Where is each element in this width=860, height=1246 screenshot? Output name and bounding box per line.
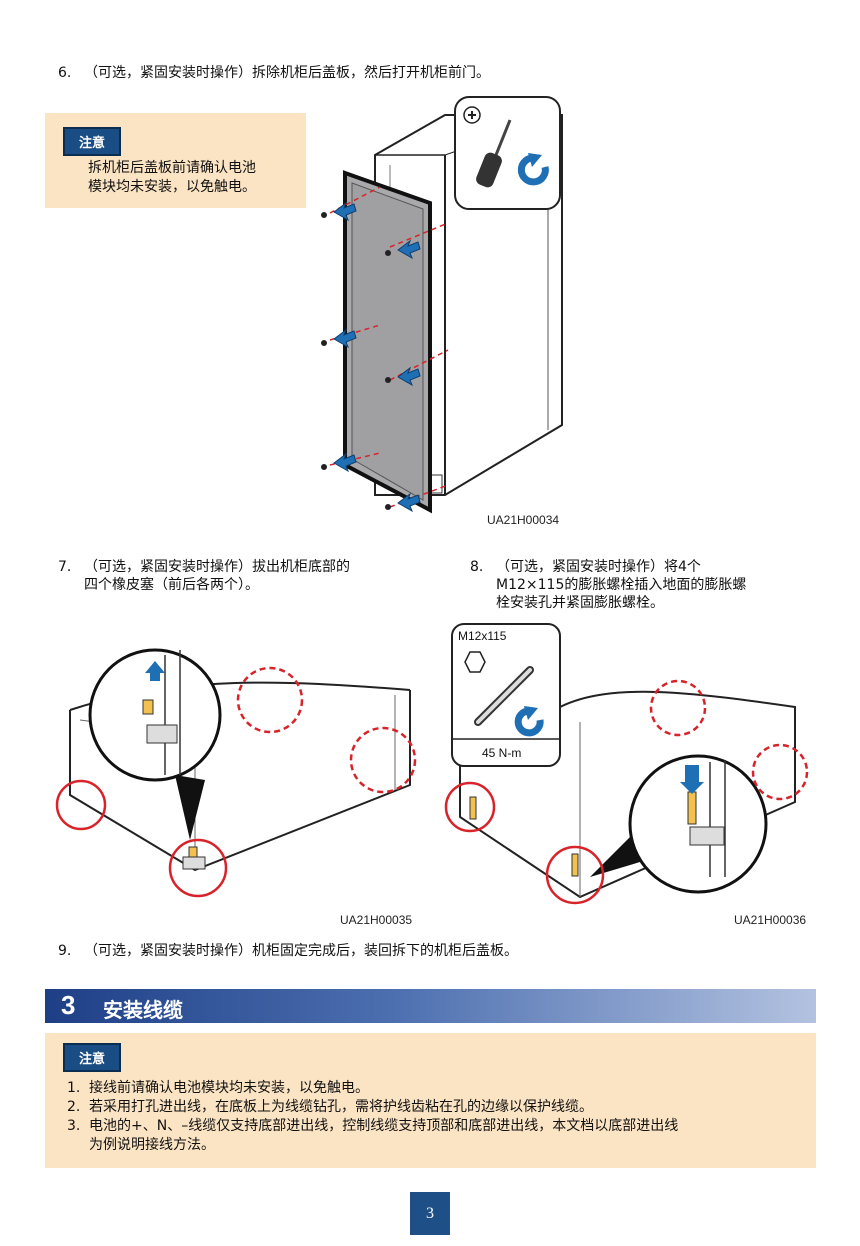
notice-tag: 注意 xyxy=(63,127,122,156)
notice-tag: 注意 xyxy=(63,1043,122,1072)
page-number: 3 xyxy=(410,1192,450,1235)
section-heading: 3 安装线缆 xyxy=(45,989,816,1023)
notice-box: 注意 拆机柜后盖板前请确认电池 模块均未安装，以免触电。 xyxy=(45,113,306,208)
step-number: 9. xyxy=(58,943,72,959)
expansion-bolt-figure xyxy=(444,623,809,905)
notice-item-continuation: 为例说明接线方法。 xyxy=(89,1137,215,1153)
notice-box: 注意 1.接线前请确认电池模块均未安装，以免触电。 2.若采用打孔进出线，在底板… xyxy=(45,1033,816,1168)
figure-caption: UA21H00035 xyxy=(340,913,413,927)
step-text: 栓安装孔并紧固膨胀螺栓。 xyxy=(496,595,664,611)
step-number: 7. xyxy=(58,559,72,575)
notice-line: 模块均未安装，以免触电。 xyxy=(88,179,256,195)
notice-item: 3.电池的+、N、–线缆仅支持底部进出线，控制线缆支持顶部和底部进出线，本文档以… xyxy=(67,1118,679,1134)
figure-caption: UA21H00034 xyxy=(487,513,560,527)
step-number: 6. xyxy=(58,65,72,81)
figure-caption: UA21H00036 xyxy=(734,913,807,927)
step-text: M12×115的膨胀螺栓插入地面的膨胀螺 xyxy=(496,577,747,593)
step-text: （可选，紧固安装时操作）拆除机柜后盖板，然后打开机柜前门。 xyxy=(84,65,490,81)
notice-item: 2.若采用打孔进出线，在底板上为线缆钻孔，需将护线齿粘在孔的边缘以保护线缆。 xyxy=(67,1099,593,1115)
step-text: 四个橡皮塞（前后各两个）。 xyxy=(84,577,259,593)
notice-item: 1.接线前请确认电池模块均未安装，以免触电。 xyxy=(67,1080,369,1096)
step-6: 6. （可选，紧固安装时操作）拆除机柜后盖板，然后打开机柜前门。 xyxy=(58,64,490,82)
cabinet-rear-panel-figure xyxy=(321,96,563,514)
step-8: 8. （可选，紧固安装时操作）将4个 M12×115的膨胀螺栓插入地面的膨胀螺 栓… xyxy=(470,558,746,612)
section-number: 3 xyxy=(61,990,76,1020)
notice-list: 1.接线前请确认电池模块均未安装，以免触电。 2.若采用打孔进出线，在底板上为线… xyxy=(67,1079,678,1155)
notice-line: 拆机柜后盖板前请确认电池 xyxy=(88,160,256,176)
step-text: （可选，紧固安装时操作）拔出机柜底部的 xyxy=(84,559,350,575)
step-number: 8. xyxy=(470,559,484,575)
section-title: 安装线缆 xyxy=(103,998,183,1022)
torque-label: 45 N-m xyxy=(482,746,522,760)
step-7: 7. （可选，紧固安装时操作）拔出机柜底部的 四个橡皮塞（前后各两个）。 xyxy=(58,558,350,594)
step-9: 9. （可选，紧固安装时操作）机柜固定完成后，装回拆下的机柜后盖板。 xyxy=(58,942,518,960)
step-text: （可选，紧固安装时操作）将4个 xyxy=(496,559,701,575)
step-text: （可选，紧固安装时操作）机柜固定完成后，装回拆下的机柜后盖板。 xyxy=(84,943,518,959)
tool-size-label: M12x115 xyxy=(458,629,507,643)
rubber-plug-figure xyxy=(55,648,417,898)
